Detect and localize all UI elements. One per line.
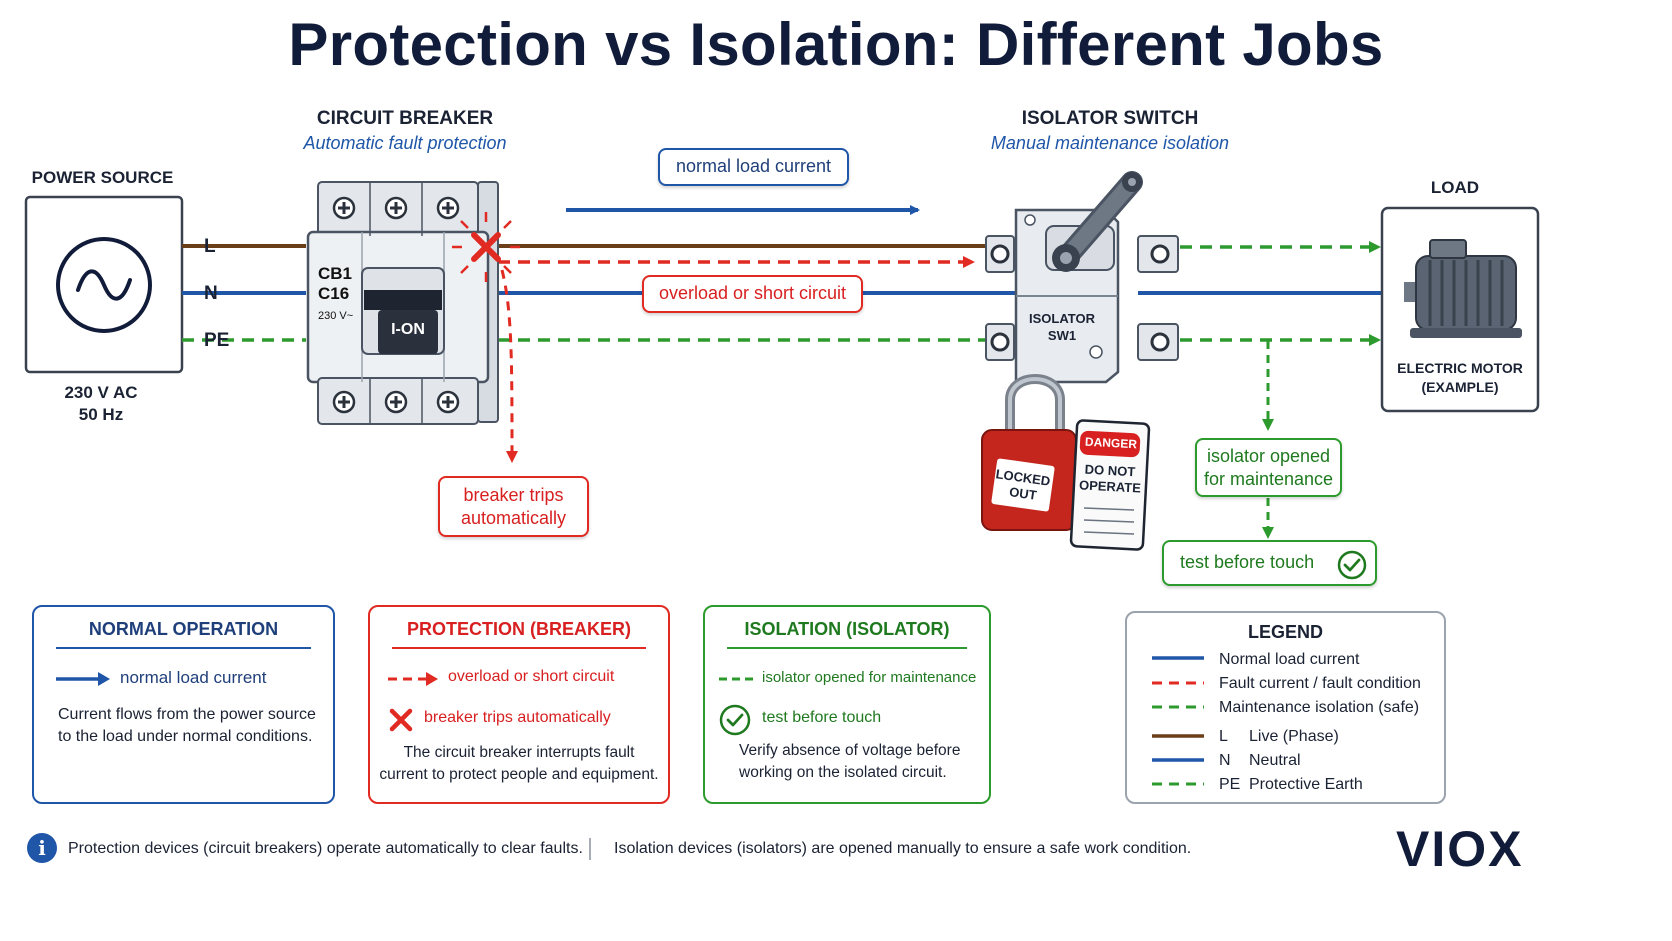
isolation-line-icon <box>719 677 753 681</box>
isolator-switch <box>985 171 1179 384</box>
legend-title: LEGEND <box>1247 622 1323 642</box>
power-source-label: POWER SOURCE <box>31 168 174 187</box>
callout-iso-line-1: isolator opened <box>1206 446 1331 466</box>
load-title: LOAD <box>1430 178 1480 197</box>
close-icon <box>471 232 501 262</box>
legend-item-neutral: Neutral <box>1249 752 1301 769</box>
card-normal-item: normal load current <box>120 668 267 687</box>
power-source-box <box>24 195 184 374</box>
legend-item-isolation: Maintenance isolation (safe) <box>1219 699 1420 716</box>
callout-normal-current: normal load current <box>658 148 849 186</box>
callout-overload: overload or short circuit <box>642 275 863 313</box>
wire-label-l: L <box>204 236 216 257</box>
breaker-rating: C16 <box>318 284 350 303</box>
breaker-subtitle: Automatic fault protection <box>303 133 507 153</box>
isolator-label-2: SW1 <box>1047 328 1077 343</box>
callout-test-before-touch: test before touch <box>1162 540 1377 586</box>
card-protection-title: PROTECTION (BREAKER) <box>407 619 631 639</box>
wire-label-n: N <box>204 283 218 304</box>
legend-code-n: N <box>1219 752 1231 769</box>
legend-item-live: Live (Phase) <box>1249 728 1339 745</box>
legend-lines <box>1152 656 1204 786</box>
card-protection-text-1: The circuit breaker interrupts fault <box>403 744 635 761</box>
motor-icon <box>1404 239 1522 338</box>
legend-item-earth: Protective Earth <box>1249 776 1363 793</box>
card-isolation-item-1: isolator opened for maintenance <box>762 669 977 686</box>
callout-trips-line-1: breaker trips <box>463 485 564 505</box>
legend-item-fault: Fault current / fault condition <box>1219 675 1421 692</box>
legend-code-pe: PE <box>1219 776 1241 793</box>
isolator-subtitle: Manual maintenance isolation <box>990 133 1230 153</box>
footer-right-text: Isolation devices (isolators) are opened… <box>614 840 1192 857</box>
circuit-breaker <box>306 181 499 425</box>
card-normal-text-1: Current flows from the power source <box>58 706 316 723</box>
card-isolation-text-1: Verify absence of voltage before <box>739 742 961 759</box>
breaker-voltage: 230 V~ <box>318 310 354 322</box>
source-frequency: 50 Hz <box>78 405 124 424</box>
card-isolation: ISOLATION (ISOLATOR) isolator opened for… <box>703 605 991 804</box>
callout-iso-line-2: for maintenance <box>1203 469 1334 489</box>
legend-code-l: L <box>1219 728 1228 745</box>
trip-burst-icon <box>452 212 520 282</box>
load-box <box>1380 206 1540 413</box>
callout-trips-line-2: automatically <box>460 508 567 528</box>
card-isolation-item-2: test before touch <box>762 709 882 726</box>
callout-isolator-opened: isolator opened for maintenance <box>1195 438 1342 497</box>
card-protection-item-1: overload or short circuit <box>448 668 615 685</box>
load-name-1: ELECTRIC MOTOR <box>1397 360 1523 376</box>
card-protection: PROTECTION (BREAKER) overload or short c… <box>368 605 670 804</box>
card-normal-operation: NORMAL OPERATION normal load current Cur… <box>32 605 335 804</box>
source-voltage: 230 V AC <box>64 383 138 402</box>
trip-path-arrow <box>500 269 518 463</box>
card-normal-title: NORMAL OPERATION <box>88 619 279 639</box>
card-isolation-title: ISOLATION (ISOLATOR) <box>744 619 950 639</box>
callout-breaker-trips: breaker trips automatically <box>438 476 589 537</box>
page-title: Protection vs Isolation: Different Jobs <box>288 11 1384 78</box>
card-normal-text-2: to the load under normal conditions. <box>58 728 313 745</box>
info-icon: i <box>27 833 57 863</box>
card-protection-text-2: current to protect people and equipment. <box>379 766 659 783</box>
normal-arrow-icon <box>56 672 110 686</box>
wire-label-pe: PE <box>204 330 230 351</box>
tag-icon <box>1069 419 1151 551</box>
breaker-id: CB1 <box>318 264 353 283</box>
padlock-icon <box>981 374 1077 531</box>
callout-test-label: test before touch <box>1180 552 1315 572</box>
check-icon <box>719 704 751 736</box>
footer-left-text: Protection devices (circuit breakers) op… <box>68 840 583 857</box>
sine-wave-icon <box>56 237 152 333</box>
breaker-handle[interactable]: I-ON <box>391 321 425 338</box>
isolator-label-1: ISOLATOR <box>1029 311 1095 326</box>
breaker-title: CIRCUIT BREAKER <box>316 108 494 129</box>
card-isolation-text-2: working on the isolated circuit. <box>739 764 947 781</box>
load-name-2: (EXAMPLE) <box>1421 379 1499 395</box>
brand-logo: VIOX <box>1396 821 1524 877</box>
fault-arrow-icon <box>388 672 438 686</box>
legend-box: LEGEND Normal load current Fault current… <box>1125 611 1446 804</box>
legend-item-normal: Normal load current <box>1219 651 1360 668</box>
isolator-title: ISOLATOR SWITCH <box>1021 108 1199 129</box>
card-protection-item-2: breaker trips automatically <box>424 709 611 726</box>
close-icon <box>389 708 413 732</box>
check-icon <box>1337 550 1367 580</box>
